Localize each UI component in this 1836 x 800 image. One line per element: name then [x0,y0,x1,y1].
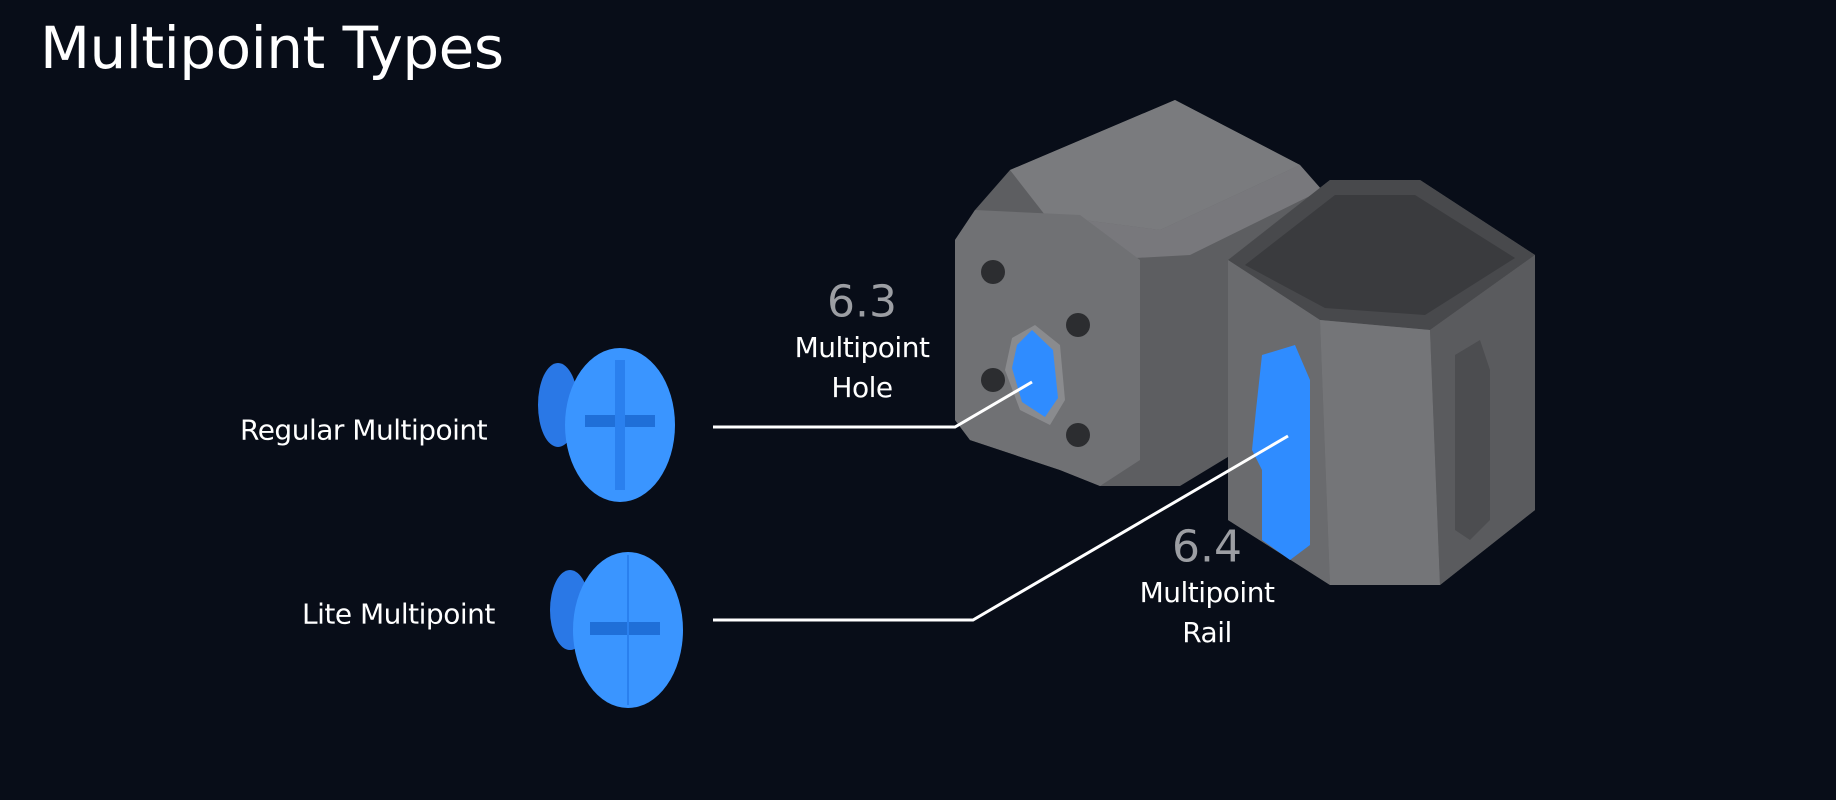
callout-line2: Hole [831,371,893,404]
callout-caption-hole: Multipoint Hole [795,328,930,408]
callout-line2: Rail [1182,616,1232,649]
regular-multipoint-label: Regular Multipoint [240,413,488,447]
housing-with-rail [1228,180,1535,585]
callout-number-rail: 6.4 [1172,521,1242,573]
multipoint-rail-blue [1252,345,1310,560]
callout-line1: Multipoint [794,331,930,364]
callout-caption-rail: Multipoint Rail [1140,573,1275,653]
regular-multipoint-image [538,348,675,502]
lite-multipoint-image [550,552,683,708]
callout-number-hole: 6.3 [827,276,897,328]
page-title: Multipoint Types [40,14,504,82]
leader-line-lite [713,434,1289,622]
callout-line1: Multipoint [1139,576,1275,609]
housing-with-hole [955,100,1322,486]
leader-line-regular [713,380,1033,429]
lite-multipoint-label: Lite Multipoint [302,597,495,631]
multipoint-hole-blue [1012,330,1058,417]
